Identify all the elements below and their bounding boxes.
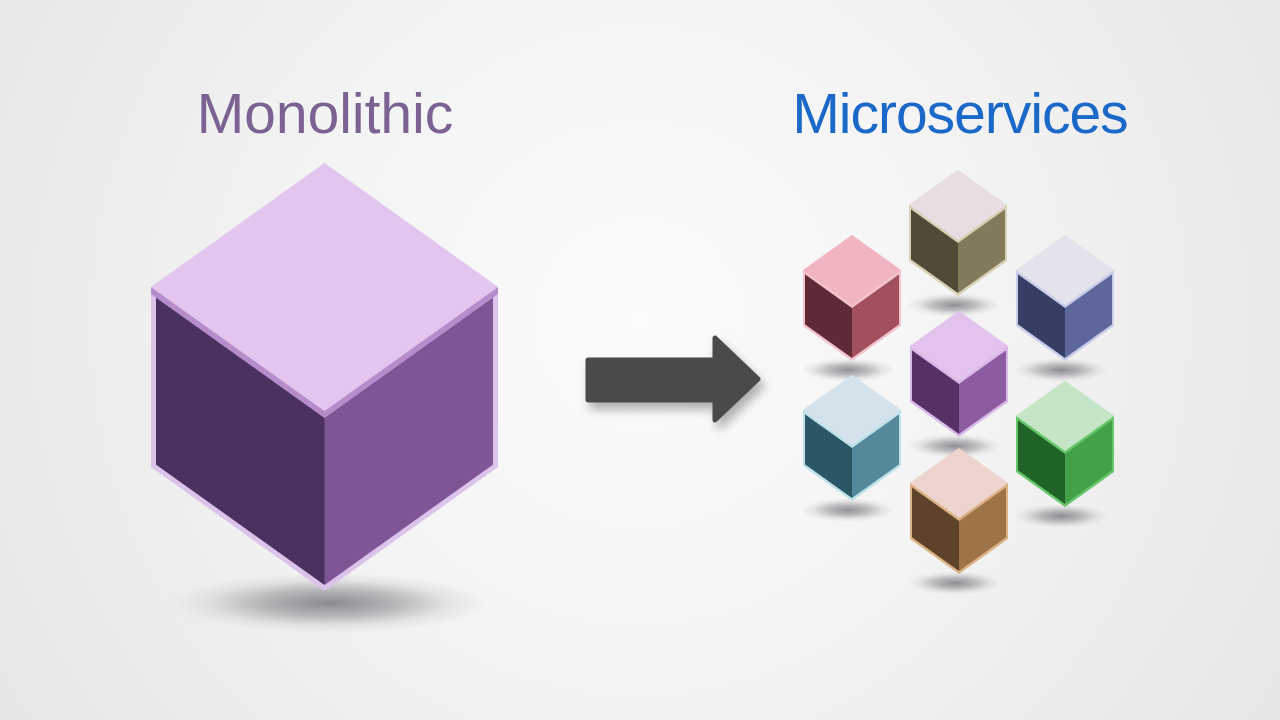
monolith-cube xyxy=(151,163,498,633)
cube-right-face xyxy=(958,209,1005,293)
cube-top-face xyxy=(151,163,498,411)
cube-left-face xyxy=(912,487,959,571)
microservice-cube-navy xyxy=(1014,235,1114,382)
cube-right-face xyxy=(852,274,899,358)
cube-shadow xyxy=(1014,358,1108,382)
microservice-cube-olive xyxy=(907,170,1007,317)
cube-right-face xyxy=(959,487,1006,571)
microservice-cube-brown xyxy=(908,448,1008,595)
cube-right-face xyxy=(1065,420,1112,504)
cube-top-face xyxy=(1016,381,1114,451)
cube-right-face xyxy=(324,297,493,585)
microservice-cube-purple xyxy=(908,311,1008,458)
cube-left-face xyxy=(912,350,959,434)
right-arrow-icon xyxy=(585,335,761,423)
cube-top-face xyxy=(910,448,1008,518)
cube-shadow xyxy=(801,498,895,522)
cube-top-face xyxy=(803,375,901,445)
cube-left-face xyxy=(1018,274,1065,358)
cube-right-face xyxy=(852,414,899,498)
cube-right-face xyxy=(959,350,1006,434)
cube-shadow xyxy=(908,434,1002,458)
cube-top-face xyxy=(909,170,1007,240)
microservices-title: Microservices xyxy=(792,82,1128,146)
cube-shadow xyxy=(907,293,1001,317)
cube-right-face xyxy=(1065,274,1112,358)
cube-shadow xyxy=(171,573,488,633)
cube-left-face xyxy=(156,297,325,585)
microservice-cube-red xyxy=(801,235,901,382)
cube-left-face xyxy=(1018,420,1065,504)
cube-left-face xyxy=(805,414,852,498)
cube-left-face xyxy=(805,274,852,358)
cube-left-face xyxy=(911,209,958,293)
microservice-cube-green xyxy=(1014,381,1114,528)
cube-top-face xyxy=(1016,235,1114,305)
cube-top-face xyxy=(910,311,1008,381)
cube-shadow xyxy=(1014,504,1108,528)
cube-top-face xyxy=(803,235,901,305)
right-arrow-shape xyxy=(585,335,761,423)
cube-shadow xyxy=(801,358,895,382)
monolithic-title: Monolithic xyxy=(196,82,454,146)
cube-shadow xyxy=(908,571,1002,595)
microservice-cube-teal xyxy=(801,375,901,522)
